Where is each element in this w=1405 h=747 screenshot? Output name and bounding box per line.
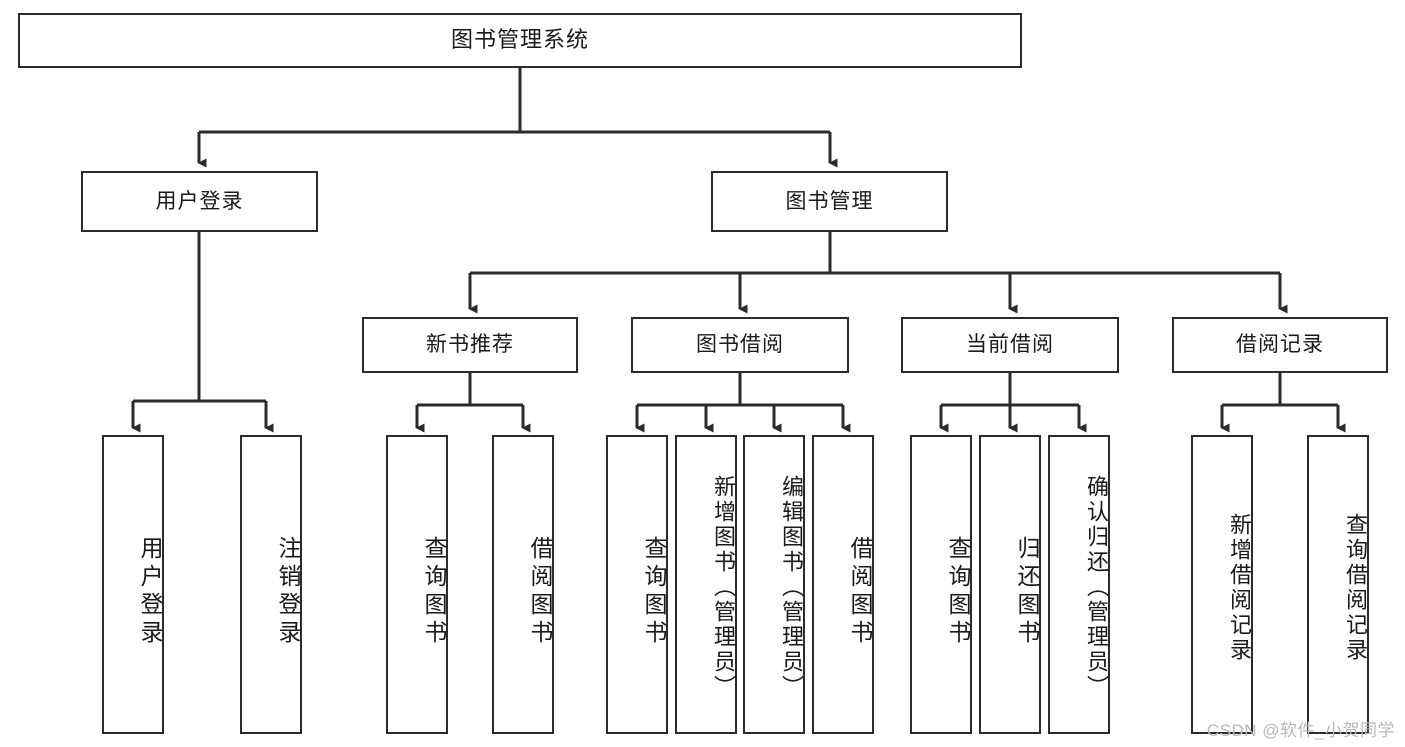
node-label: 图书管理 <box>785 189 874 213</box>
node-leaf-borrow-book[interactable]: 借阅图书 <box>812 435 874 734</box>
node-leaf-logout[interactable]: 注销登录 <box>240 435 302 734</box>
node-leaf-borrow-book-recommend[interactable]: 借阅图书 <box>492 435 554 734</box>
node-label: 查询图书 <box>945 535 971 648</box>
node-leaf-query-book-current[interactable]: 查询图书 <box>910 435 972 734</box>
node-label: 编辑图书（管理员） <box>779 475 804 700</box>
node-label: 借阅记录 <box>1236 333 1324 357</box>
node-leaf-user-login[interactable]: 用户登录 <box>102 435 164 734</box>
node-leaf-query-book-recommend[interactable]: 查询图书 <box>386 435 448 734</box>
node-leaf-query-borrow-record[interactable]: 查询借阅记录 <box>1307 435 1369 734</box>
node-book-borrow[interactable]: 图书借阅 <box>631 317 849 373</box>
node-borrow-record[interactable]: 借阅记录 <box>1172 317 1388 373</box>
node-label: 用户登录 <box>137 535 163 648</box>
node-label: 新书推荐 <box>426 333 514 357</box>
node-root-book-management-system[interactable]: 图书管理系统 <box>18 13 1022 68</box>
node-label: 查询借阅记录 <box>1343 512 1368 663</box>
node-leaf-add-book-admin[interactable]: 新增图书（管理员） <box>675 435 737 734</box>
node-label: 归还图书 <box>1014 535 1040 648</box>
node-leaf-edit-book-admin[interactable]: 编辑图书（管理员） <box>743 435 805 734</box>
node-leaf-add-borrow-record[interactable]: 新增借阅记录 <box>1191 435 1253 734</box>
node-label: 图书管理系统 <box>450 27 589 53</box>
node-leaf-confirm-return-admin[interactable]: 确认归还（管理员） <box>1048 435 1110 734</box>
node-label: 查询图书 <box>641 535 667 648</box>
node-user-login[interactable]: 用户登录 <box>81 171 318 232</box>
node-label: 确认归还（管理员） <box>1084 475 1109 700</box>
node-label: 借阅图书 <box>527 535 553 648</box>
node-label: 用户登录 <box>155 189 244 213</box>
node-leaf-return-book[interactable]: 归还图书 <box>979 435 1041 734</box>
node-label: 当前借阅 <box>966 333 1054 357</box>
node-label: 新增借阅记录 <box>1227 512 1252 663</box>
node-current-borrow[interactable]: 当前借阅 <box>901 317 1119 373</box>
node-label: 借阅图书 <box>847 535 873 648</box>
node-label: 图书借阅 <box>696 333 784 357</box>
node-label: 查询图书 <box>421 535 447 648</box>
csdn-watermark: CSDN @软件_小贺同学 <box>1206 721 1395 740</box>
node-leaf-query-book-borrow[interactable]: 查询图书 <box>606 435 668 734</box>
node-label: 新增图书（管理员） <box>711 475 736 700</box>
node-book-management[interactable]: 图书管理 <box>711 171 948 232</box>
node-new-book-recommend[interactable]: 新书推荐 <box>362 317 578 373</box>
node-label: 注销登录 <box>275 535 301 648</box>
